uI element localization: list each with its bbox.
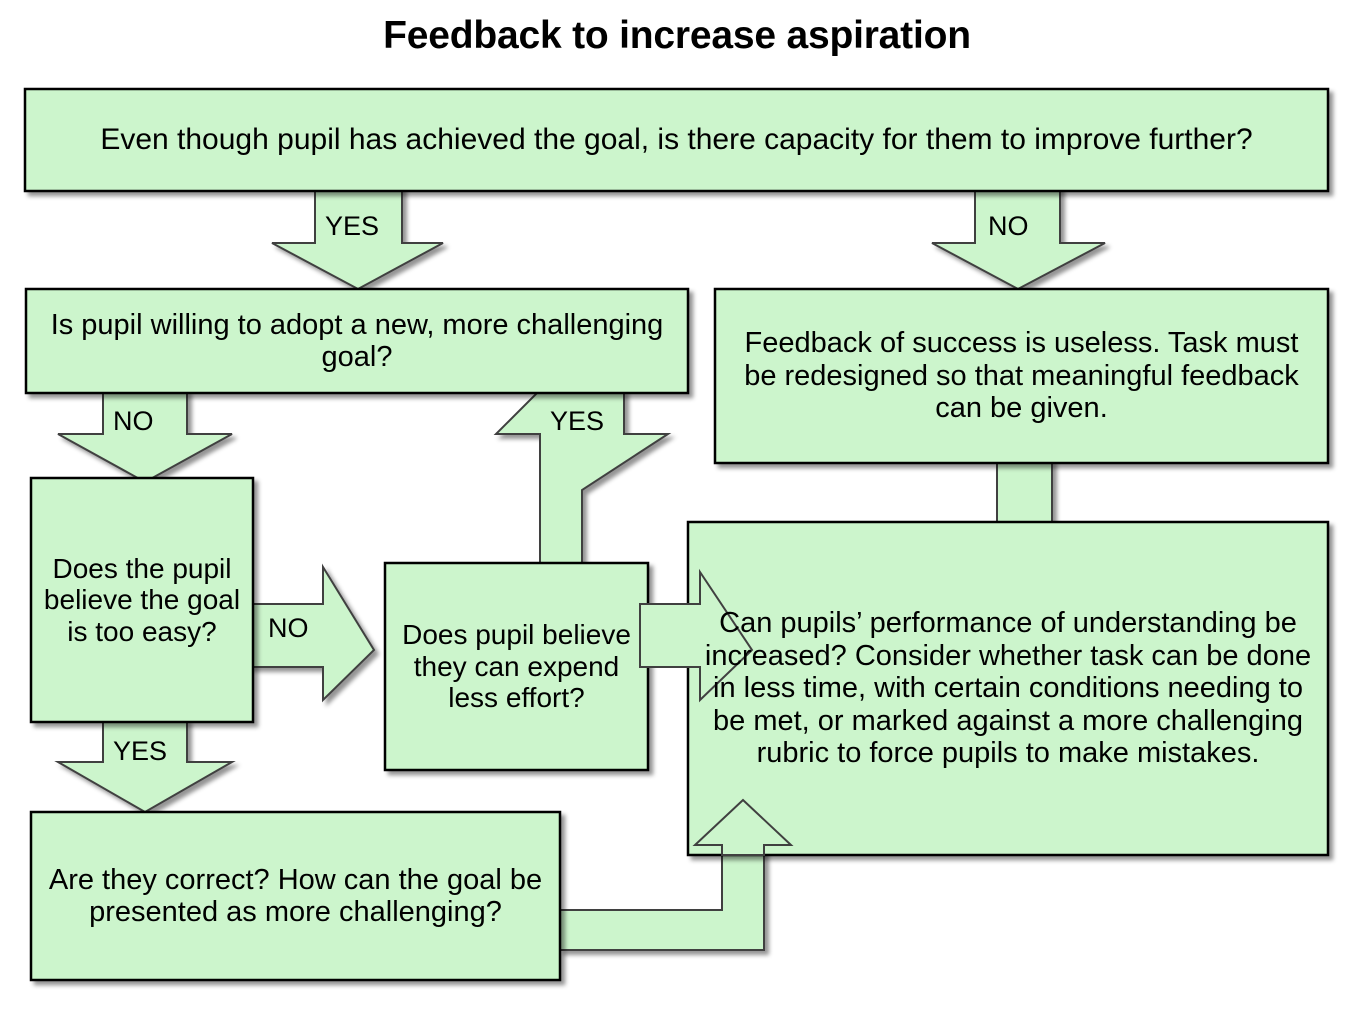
edge-label-too-easy-yes: YES: [113, 736, 168, 766]
node-less-effort-box[interactable]: [383, 561, 650, 772]
edge-willing-to-less-effort: [493, 389, 672, 569]
edge-too-easy-to-correct: [54, 718, 236, 814]
edge-label-willing-no: NO: [113, 406, 154, 436]
node-too-easy-box[interactable]: [29, 476, 255, 724]
page-title: Feedback to increase aspiration: [383, 14, 971, 57]
edge-label-start-no: NO: [988, 211, 1029, 241]
node-correct-box[interactable]: [29, 810, 562, 982]
node-willing-box[interactable]: [24, 287, 690, 395]
node-start-box[interactable]: [23, 87, 1330, 193]
edge-start-to-useless: [931, 185, 1106, 291]
edge-label-start-yes: YES: [325, 211, 380, 241]
edge-start-to-willing: [271, 185, 444, 291]
edge-willing-to-too-easy: [57, 389, 233, 484]
edge-label-too-easy-no: NO: [268, 613, 309, 643]
edge-too-easy-to-less-effort: [249, 563, 376, 703]
edge-less-effort-to-performance: [639, 568, 754, 703]
edge-correct-to-performance-head: [692, 798, 794, 856]
edge-useless-to-performance: [996, 459, 1053, 529]
node-performance-box[interactable]: [686, 520, 1330, 857]
edge-label-willing-yes: YES: [550, 406, 605, 436]
node-useless-box[interactable]: [713, 287, 1330, 465]
